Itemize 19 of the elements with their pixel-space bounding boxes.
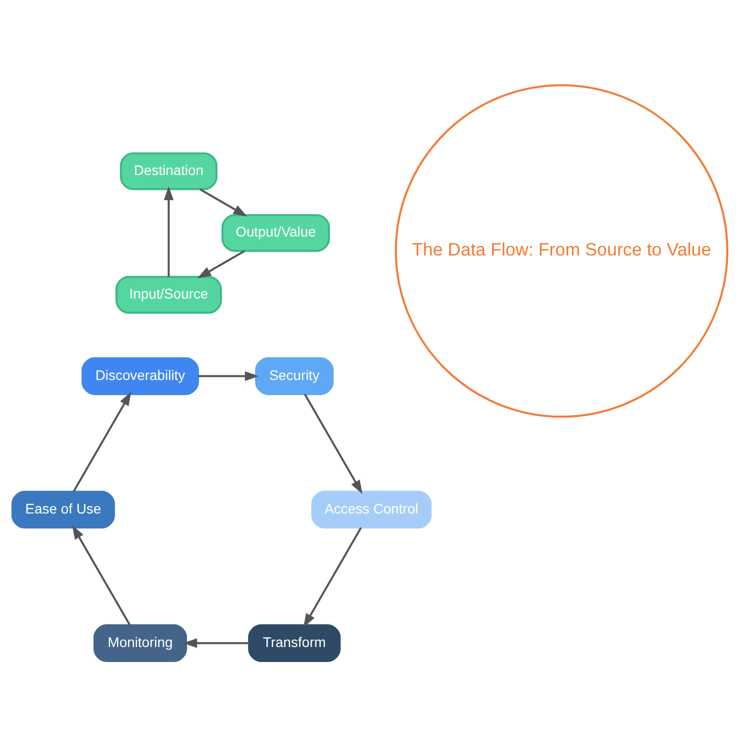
node-circle: The Data Flow: From Source to Value — [394, 84, 728, 418]
node-box: Output/Value — [222, 214, 330, 252]
node-box: Destination — [120, 152, 218, 190]
node-box: Discoverability — [82, 357, 199, 396]
arrow — [304, 394, 362, 494]
arrow — [72, 392, 132, 492]
node-box: Ease of Use — [11, 490, 115, 529]
node-box: Monitoring — [94, 624, 188, 662]
arrow — [198, 371, 259, 382]
node-box: Security — [255, 357, 334, 396]
arrow — [164, 186, 174, 277]
arrow — [72, 525, 131, 626]
arrow — [303, 527, 362, 628]
arrow — [183, 638, 249, 648]
node-box: Input/Source — [115, 276, 222, 314]
arrow — [197, 250, 245, 278]
node-box: Transform — [248, 624, 341, 662]
arrow — [199, 188, 248, 217]
node-box: Access Control — [311, 490, 432, 529]
